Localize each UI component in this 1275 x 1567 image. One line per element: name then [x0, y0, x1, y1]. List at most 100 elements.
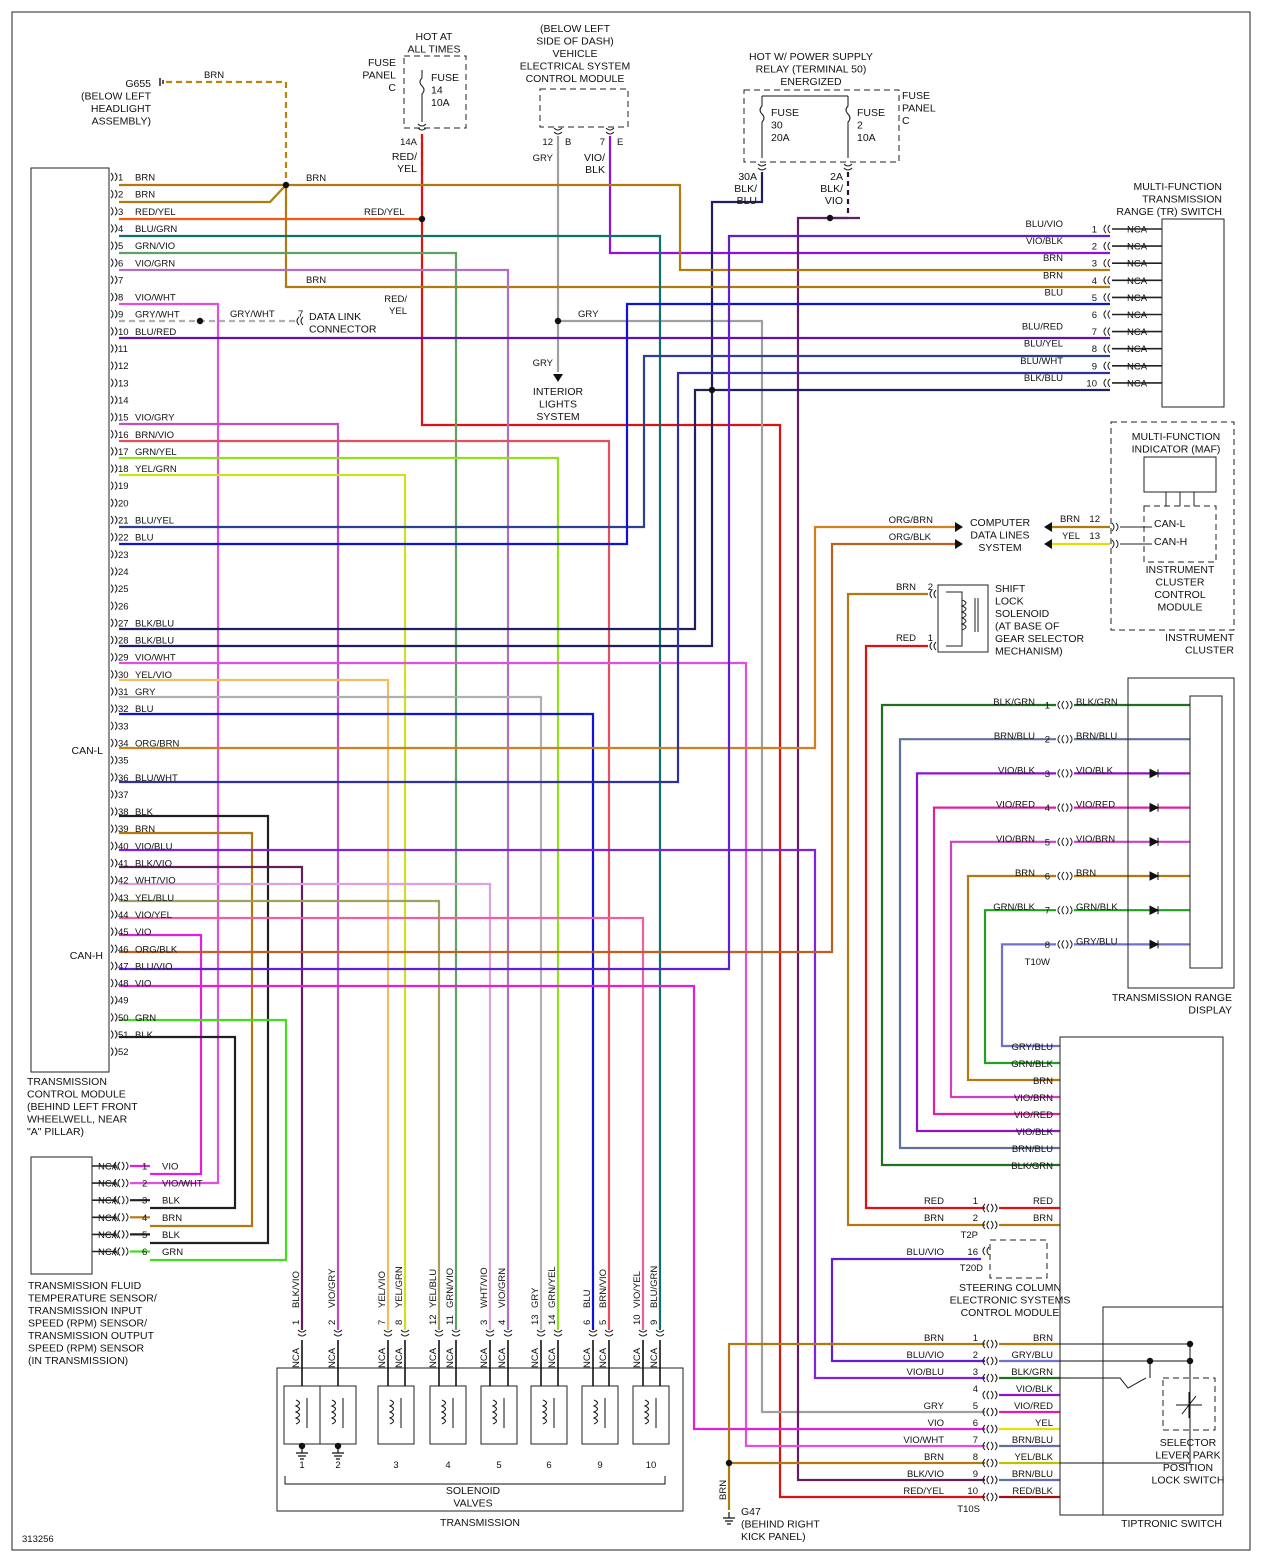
tcm-47-blu-vio	[119, 234, 1110, 971]
tiptronic-upper-label: BRN/BLU	[1012, 1144, 1053, 1155]
valves-bracket	[284, 1476, 666, 1485]
solenoid-wire-label: WHT/VIO	[479, 1267, 490, 1308]
fuse30-label: 30	[771, 120, 783, 132]
nca-label: NCA	[394, 1347, 405, 1368]
sel-dot	[1186, 1340, 1194, 1348]
led-icon	[1149, 871, 1160, 881]
tr-switch-pin-number: 8	[1092, 344, 1097, 355]
display-pin-number: 2	[1045, 735, 1050, 746]
display-pin-right	[1065, 905, 1073, 915]
tcm-pin-wire-label: YEL/VIO	[135, 670, 172, 681]
t2p-pin	[982, 1203, 990, 1213]
tcm-30-yel-vio	[119, 678, 390, 1330]
tcm-pin-connector	[110, 910, 118, 919]
tcm-6-vio-grn	[119, 268, 510, 1330]
fuse14-wire-label: YEL	[397, 163, 417, 175]
shift-lock-label: SHIFT	[995, 583, 1026, 595]
display-pin-left	[1057, 769, 1065, 778]
dlc-connector	[296, 316, 304, 326]
display-left-label: VIO/BRN	[996, 834, 1035, 845]
led-icon	[1149, 939, 1160, 950]
solenoid-pin-number: 13	[530, 1314, 541, 1325]
nca-label: NCA	[98, 1213, 119, 1224]
tr-switch-wire-label: BLU/RED	[1022, 322, 1063, 333]
sensor-pin-num: 5	[142, 1230, 147, 1241]
fuse30-terminal-label: 30A	[738, 171, 757, 183]
tcm-27-blk-blu	[119, 388, 1110, 631]
tcm-pin-wire-label: VIO/GRN	[135, 258, 175, 269]
tcm-pin-number: 3	[118, 207, 123, 218]
display-pin-number: 3	[1045, 769, 1050, 780]
tcm-pin-number: 20	[118, 498, 129, 509]
gry-wht-label: GRY/WHT	[230, 309, 275, 320]
t10s-pin	[990, 1424, 998, 1434]
tr-switch-wire-label: BLK/BLU	[1024, 373, 1063, 384]
tcm-pin-number: 36	[118, 773, 129, 784]
display-left-label: BRN/BLU	[994, 731, 1035, 742]
shift-lock-brn: BRN	[896, 582, 916, 593]
interior-lights-label: LIGHTS	[539, 399, 577, 411]
nca-label: NCA	[530, 1347, 541, 1368]
t2p-left: RED	[924, 1196, 944, 1207]
tr-switch-wire-label: BLU	[1045, 287, 1064, 298]
t10s-pin	[982, 1492, 990, 1502]
tcm-pin-wire-label: BRN	[135, 190, 155, 201]
hot-power-label: HOT W/ POWER SUPPLY	[749, 51, 873, 63]
solenoid-coil-icon	[330, 1399, 336, 1425]
icc-can-h: CAN-H	[1154, 536, 1187, 548]
icc-label: CONTROL	[1154, 589, 1205, 601]
instrument-cluster-label: CLUSTER	[1185, 645, 1234, 657]
tcm-pin-connector	[110, 807, 118, 816]
tcm-pin-connector	[110, 309, 118, 319]
t10s-1-brn	[727, 1342, 985, 1510]
tcm-pin-wire-label: RED/YEL	[135, 207, 176, 218]
fuse-panel-c-left-label: PANEL	[362, 70, 396, 82]
tcm-pin-wire-label: GRN/YEL	[135, 447, 177, 458]
sensor-pin-num: 4	[142, 1213, 147, 1224]
solenoid-valves-label: VALVES	[453, 1498, 492, 1510]
tcm-pin-number: 5	[118, 241, 123, 252]
display-pin-left	[1057, 803, 1065, 812]
fuse14-label: 10A	[431, 97, 450, 109]
t10s-pin-num: 4	[973, 1384, 978, 1395]
tcm-pin-number: 29	[118, 653, 129, 664]
tiptronic-upper-label: VIO/BLK	[1016, 1127, 1054, 1138]
tr-switch-pin-connector	[1103, 258, 1111, 268]
tcm-42-wht-vio	[119, 882, 492, 1330]
nca-label: NCA	[98, 1162, 119, 1173]
blk-blu-splice	[708, 386, 716, 394]
brn-label-1: BRN	[306, 173, 326, 184]
sensor-label: TRANSMISSION FLUID	[28, 1280, 142, 1292]
fuse-panel-c-right-label: C	[902, 115, 910, 127]
sensor-box	[30, 1156, 93, 1275]
tr-switch-pin-connector	[1103, 224, 1111, 234]
shift-lock-label: MECHANISM)	[995, 646, 1063, 658]
nca-label: NCA	[598, 1347, 609, 1368]
t10s-right: BRN	[1033, 1333, 1053, 1344]
tcm-pin-wire-label: BLU	[135, 704, 154, 715]
tcm-pin-number: 21	[118, 516, 129, 527]
tr-switch-pin-connector	[1103, 378, 1111, 388]
sensor-label: (IN TRANSMISSION)	[28, 1355, 128, 1367]
solenoid-wire-label: BLU/GRN	[649, 1266, 660, 1308]
instrument-cluster-box	[1110, 421, 1235, 631]
fuse30-label: 20A	[771, 132, 790, 144]
tcm-28-blk-blu	[119, 390, 714, 648]
tr-switch-pin-number: 6	[1092, 310, 1097, 321]
t10s-right: VIO/BLK	[1016, 1384, 1054, 1395]
solenoid-wire-label: BRN/VIO	[598, 1269, 609, 1308]
tcm-pin-connector	[110, 738, 118, 748]
tcm-44-vio-yel	[119, 916, 645, 1330]
led-icon	[1149, 836, 1160, 847]
sensor-pin-num: 1	[142, 1162, 147, 1173]
tcm-pin-number: 10	[118, 327, 129, 338]
tcm-pin-connector	[110, 669, 118, 679]
tcm-pin-wire-label: BRN	[135, 824, 155, 835]
tr-switch-pin-connector	[1103, 344, 1111, 354]
gry-wht-splice	[196, 317, 204, 325]
tcm-5-grn-vio	[119, 251, 458, 1330]
tcm-pin-connector	[110, 447, 118, 456]
nca-label: NCA	[98, 1196, 119, 1207]
tcm-pin-wire-label: VIO/GRY	[135, 413, 175, 424]
